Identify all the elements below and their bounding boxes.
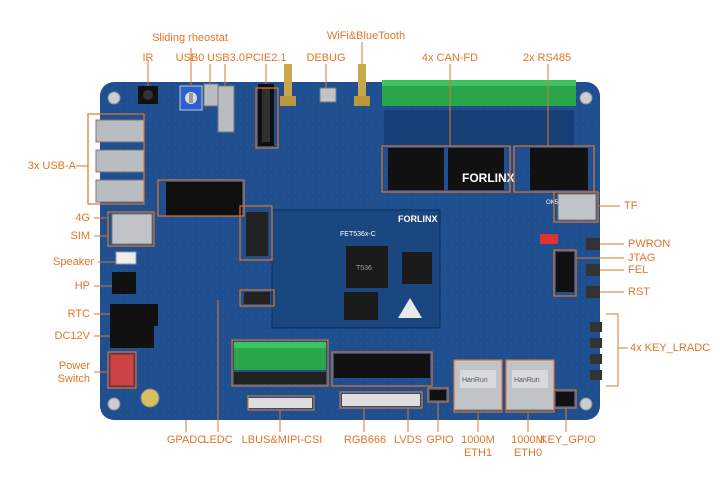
mipi-connector bbox=[248, 398, 312, 408]
som-brand-text: FORLINX bbox=[398, 214, 438, 224]
label-sliding-rheostat: Sliding rheostat bbox=[152, 32, 228, 44]
antenna-icon bbox=[280, 64, 296, 106]
label-key-lradc: 4x KEY_LRADC bbox=[630, 342, 711, 354]
label-dc12v: DC12V bbox=[54, 330, 90, 342]
eth0-port bbox=[505, 359, 555, 411]
label-tf: TF bbox=[624, 200, 638, 212]
ram-chip bbox=[402, 252, 432, 284]
can-chip bbox=[448, 148, 504, 190]
soc-chip bbox=[346, 246, 388, 288]
emmc-chip bbox=[344, 292, 378, 320]
pwron-button bbox=[586, 238, 600, 250]
pin-header bbox=[246, 212, 268, 256]
jtag-header bbox=[556, 252, 574, 292]
label-ledc: LEDC bbox=[203, 434, 233, 446]
label-eth1-1: 1000M bbox=[461, 434, 495, 446]
pcie-slot bbox=[258, 84, 274, 146]
label-ir: IR bbox=[142, 52, 154, 64]
fel-button bbox=[586, 264, 600, 276]
usb-a-port bbox=[95, 119, 145, 143]
label-eth0-2: ETH0 bbox=[513, 447, 543, 459]
label-gpadc: GPADC bbox=[166, 434, 206, 446]
antenna-icon bbox=[354, 64, 370, 106]
label-power-switch-2: Switch bbox=[57, 373, 90, 385]
label-hp: HP bbox=[74, 280, 90, 292]
key-lradc-button bbox=[590, 354, 602, 364]
label-key-gpio: KEY_GPIO bbox=[540, 434, 596, 446]
key-lradc-button bbox=[590, 370, 602, 380]
som-module bbox=[271, 209, 441, 329]
label-power-switch-1: Power bbox=[58, 360, 90, 372]
soc-text: T536 bbox=[356, 265, 372, 272]
label-speaker: Speaker bbox=[53, 256, 94, 268]
label-sim: SIM bbox=[70, 230, 90, 242]
eth0-brand-text: HanRun bbox=[514, 377, 540, 384]
key-lradc-button bbox=[590, 338, 602, 348]
label-rs485: 2x RS485 bbox=[522, 52, 572, 64]
label-gpio: GPIO bbox=[426, 434, 454, 446]
label-lbus-mipi: LBUS&MIPI-CSI bbox=[241, 434, 323, 446]
hp-jack bbox=[112, 272, 136, 294]
capacitor bbox=[140, 388, 160, 408]
label-jtag: JTAG bbox=[628, 252, 656, 264]
label-can-fd: 4x CAN-FD bbox=[421, 52, 479, 64]
can-chip bbox=[388, 148, 444, 190]
pwron-switch bbox=[540, 234, 558, 244]
rtc-battery-holder bbox=[110, 304, 158, 326]
usb-c-usb0 bbox=[203, 83, 219, 107]
warning-triangle bbox=[398, 298, 422, 318]
label-usb3: USB3.0 bbox=[207, 52, 245, 64]
mount-hole bbox=[107, 397, 121, 411]
4g-slot bbox=[166, 182, 242, 216]
label-wifi-bluetooth: WiFi&BlueTooth bbox=[326, 30, 406, 42]
eth1-brand-text: HanRun bbox=[462, 377, 488, 384]
dc-jack bbox=[110, 326, 154, 348]
key-gpio-header bbox=[556, 392, 574, 406]
label-rgb666: RGB666 bbox=[343, 434, 387, 446]
tf-card-slot bbox=[557, 193, 597, 221]
rs485-terminal bbox=[514, 80, 576, 106]
mount-hole bbox=[579, 91, 593, 105]
usb3-connector bbox=[217, 85, 235, 133]
label-usb0: USB0 bbox=[175, 52, 205, 64]
label-pwron: PWRON bbox=[628, 238, 671, 250]
label-usb-a: 3x USB-A bbox=[27, 160, 76, 172]
rs485-chip bbox=[530, 148, 588, 190]
key-lradc-button bbox=[590, 322, 602, 332]
power-switch bbox=[109, 353, 135, 387]
pin-header bbox=[244, 292, 270, 304]
som-model-text: FET536x-C bbox=[340, 231, 376, 238]
potentiometer-icon bbox=[179, 85, 203, 111]
debug-usb bbox=[319, 87, 337, 103]
usb-a-port bbox=[95, 179, 145, 203]
lvds-connector bbox=[342, 394, 420, 406]
label-fel: FEL bbox=[628, 264, 649, 276]
rst-button bbox=[586, 286, 600, 298]
usb-a-port bbox=[95, 149, 145, 173]
label-pcie: PCIE2.1 bbox=[245, 52, 287, 64]
label-lvds: LVDS bbox=[394, 434, 422, 446]
can-fd-terminal bbox=[382, 80, 514, 106]
label-4g: 4G bbox=[75, 212, 90, 224]
eth1-port bbox=[453, 359, 503, 411]
lbus-header bbox=[234, 372, 326, 384]
ir-receiver-icon bbox=[138, 86, 158, 104]
sim-holder bbox=[111, 213, 153, 245]
mount-hole bbox=[579, 397, 593, 411]
label-rtc: RTC bbox=[67, 308, 90, 320]
speaker-connector bbox=[115, 251, 137, 265]
label-eth0-1: 1000M bbox=[511, 434, 545, 446]
gpio-header bbox=[430, 390, 446, 400]
rgb666-header bbox=[334, 354, 430, 378]
label-rst: RST bbox=[628, 286, 650, 298]
label-debug: DEBUG bbox=[306, 52, 346, 64]
mount-hole bbox=[107, 91, 121, 105]
board-brand-text: FORLINX bbox=[462, 171, 515, 185]
label-eth1-2: ETH1 bbox=[463, 447, 493, 459]
